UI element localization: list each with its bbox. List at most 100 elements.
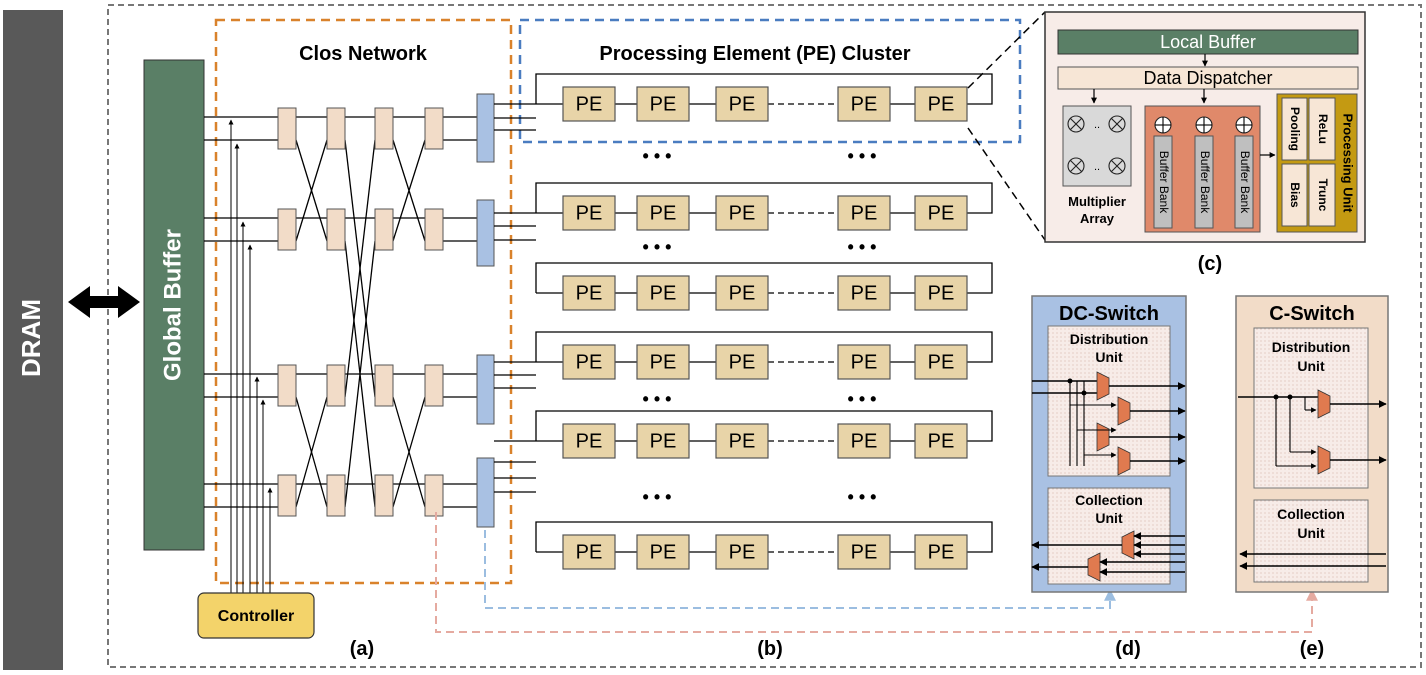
pe-cluster-label: Processing Element (PE) Cluster (599, 43, 910, 65)
buffer-bank-label: Buffer Bank (1198, 151, 1212, 214)
pink-dashed-link (435, 512, 1318, 633)
pe-block (636, 195, 690, 231)
multiplier-array-label-1: Multiplier (1068, 194, 1126, 209)
ellipsis: • • • (848, 389, 877, 409)
pe-label: PE (928, 202, 955, 224)
multiplier-array-label-2: Array (1080, 211, 1115, 226)
clos-switch (374, 364, 394, 407)
pe-block (636, 86, 690, 122)
dram-global-buffer-arrow (68, 286, 140, 318)
pe-block (837, 344, 891, 380)
pe-block (914, 534, 968, 570)
buffer-bank (1153, 135, 1173, 229)
multiplier-icons (1067, 115, 1126, 175)
bias-label: Bias (1288, 182, 1302, 208)
c-switch-label: C-Switch (1269, 303, 1355, 325)
ellipsis: • • • (643, 237, 672, 257)
clos-switch (277, 474, 297, 517)
data-dispatcher-label: Data Dispatcher (1143, 68, 1272, 88)
pe-label: PE (729, 430, 756, 452)
processing-unit-label: Processing Unit (1341, 114, 1356, 214)
dc-switch-block (476, 457, 495, 528)
pe-block (914, 275, 968, 311)
pe-label: PE (650, 430, 677, 452)
pe-label: PE (650, 202, 677, 224)
controller-lines (228, 119, 273, 593)
pe-label: PE (650, 351, 677, 373)
c-collection-label-1: Collection (1277, 506, 1345, 522)
pe-label: PE (576, 541, 603, 563)
clos-switch (424, 474, 444, 517)
blue-dashed-link (484, 530, 1116, 609)
pe-block (715, 534, 769, 570)
panel-a-label: (a) (350, 638, 374, 660)
pe-label: PE (650, 282, 677, 304)
pe-block (715, 86, 769, 122)
pe-label: PE (928, 430, 955, 452)
pe-label: PE (851, 430, 878, 452)
panel-b-label: (b) (757, 638, 783, 660)
pooling-label: Pooling (1288, 107, 1302, 151)
pe-block (562, 195, 616, 231)
pe-label: PE (928, 93, 955, 115)
mux-icon (1096, 371, 1110, 401)
c-collection-label-2: Unit (1297, 525, 1325, 541)
ellipsis: • • • (643, 146, 672, 166)
clos-switch (326, 107, 346, 150)
clos-switch (424, 107, 444, 150)
pe-label: PE (576, 351, 603, 373)
mux-icon (1317, 389, 1331, 419)
clos-switch (277, 107, 297, 150)
dc-distribution-label-2: Unit (1095, 349, 1123, 365)
dc-switch-panel: DC-Switch Distribution Unit Collection U… (1031, 295, 1187, 593)
clos-switch (326, 364, 346, 407)
c-distribution-label-2: Unit (1297, 358, 1325, 374)
pe-label: PE (729, 93, 756, 115)
pe-label: PE (729, 282, 756, 304)
pe-block (837, 534, 891, 570)
dram-label: DRAM (16, 299, 46, 377)
zoom-line-bottom (967, 127, 1046, 241)
clos-switch (326, 474, 346, 517)
trunc-label: Trunc (1316, 179, 1330, 212)
clos-switch (374, 474, 394, 517)
controller (197, 592, 315, 639)
panel-c-label: (c) (1198, 253, 1222, 275)
pe-label: PE (928, 282, 955, 304)
buffer-bank (1194, 135, 1214, 229)
pe-block (562, 344, 616, 380)
buffer-bank (1234, 135, 1254, 229)
pe-block (715, 344, 769, 380)
local-buffer (1057, 29, 1359, 55)
pe-rows: PE PE PE PE PE PE PE PE PE PE PE PE PE PE PE PE PE PE PE PE… (494, 73, 993, 570)
pe-block (562, 86, 616, 122)
c-switch-panel: C-Switch Distribution Unit Collection Un… (1235, 295, 1389, 593)
mux-icon (1121, 530, 1135, 560)
pe-block (914, 423, 968, 459)
pe-block (636, 344, 690, 380)
dc-switch-block (476, 93, 495, 163)
controller-label: Controller (218, 608, 294, 625)
clos-switch (424, 364, 444, 407)
dc-collection-label-2: Unit (1095, 510, 1123, 526)
pe-label: PE (576, 282, 603, 304)
pe-block (562, 275, 616, 311)
dc-collection-label-1: Collection (1075, 492, 1143, 508)
dram-block (3, 10, 63, 670)
outer-border (107, 4, 1422, 668)
pe-block (636, 423, 690, 459)
clos-switch (424, 208, 444, 251)
panel-e-label: (e) (1300, 638, 1324, 660)
dc-switch-block (476, 199, 495, 267)
pe-label: PE (576, 202, 603, 224)
clos-switch (374, 208, 394, 251)
pe-label: PE (851, 541, 878, 563)
pe-label: PE (650, 93, 677, 115)
pe-detail-panel: Local Buffer Data Dispatcher .. .. Multi… (1044, 11, 1366, 243)
buffer-bank-label: Buffer Bank (1238, 151, 1252, 214)
dc-distribution-label-1: Distribution (1070, 331, 1149, 347)
zoom-line-top (967, 11, 1046, 89)
local-buffer-label: Local Buffer (1160, 32, 1256, 52)
pe-label: PE (729, 351, 756, 373)
pe-label: PE (851, 93, 878, 115)
